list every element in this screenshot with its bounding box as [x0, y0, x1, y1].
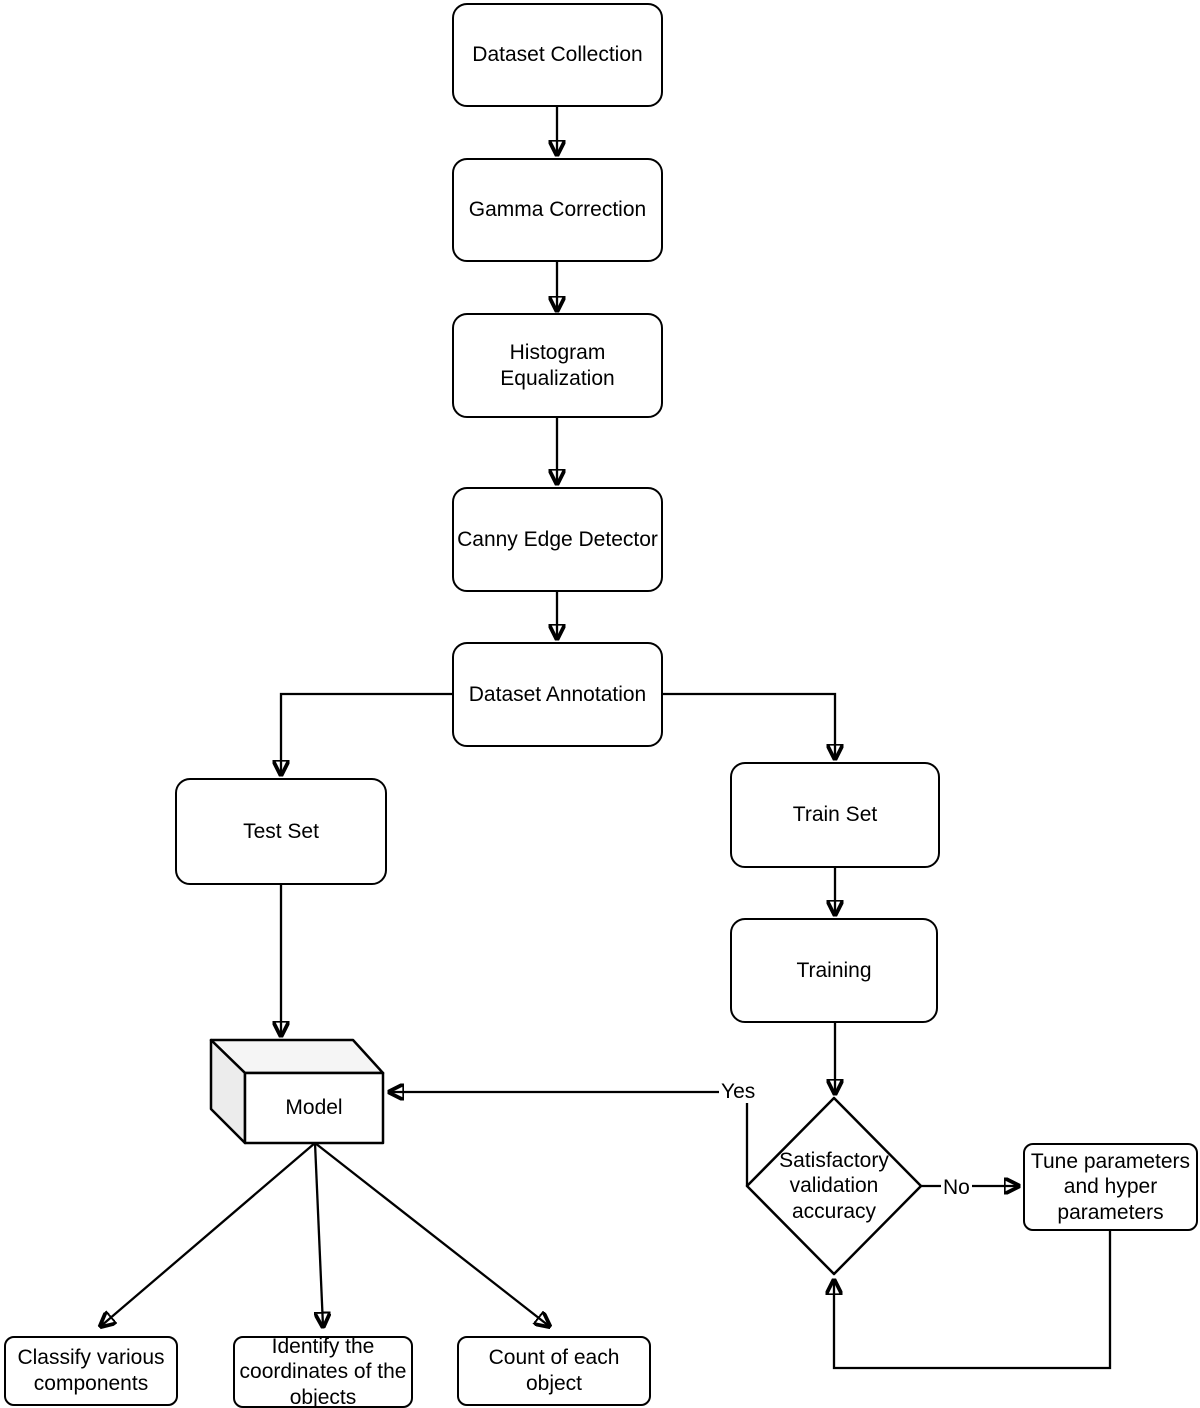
node-label: Train Set — [792, 803, 878, 827]
node-model-label: Model — [245, 1073, 383, 1143]
node-label: Model — [285, 1096, 343, 1120]
node-label: Test Set — [243, 819, 319, 843]
edge-model-to-identify — [313, 1142, 323, 1326]
edge-label-no: No — [941, 1176, 972, 1199]
edge-label-yes: Yes — [719, 1080, 758, 1103]
node-label: Training — [796, 958, 872, 982]
model-front-face — [243, 1071, 385, 1145]
edge-decision-yes-to-model — [390, 1092, 749, 1186]
node-label: Tune parameters and hyper parameters — [1030, 1149, 1191, 1224]
node-dataset-annotation: Dataset Annotation — [452, 642, 663, 747]
edge-model-to-count — [314, 1142, 549, 1326]
node-label: Classify various components — [17, 1346, 165, 1395]
node-label: Dataset Collection — [472, 43, 643, 67]
node-gamma-correction: Gamma Correction — [452, 158, 663, 262]
node-label: Identify the coordinates of the objects — [239, 1334, 407, 1408]
node-identify-coordinates: Identify the coordinates of the objects — [233, 1334, 413, 1408]
node-label: Count of each object — [488, 1346, 620, 1395]
edge-annotation-to-test-set — [281, 692, 452, 774]
node-label: Dataset Annotation — [468, 682, 647, 706]
node-label: Canny Edge Detector — [457, 527, 658, 551]
edge-tune-loop-to-decision — [834, 1231, 1112, 1370]
node-histogram-equalization: Histogram Equalization — [452, 313, 663, 418]
node-label: Histogram Equalization — [500, 340, 615, 390]
node-classify-components: Classify various components — [4, 1336, 178, 1406]
decision-diamond — [745, 1096, 923, 1276]
node-tune-parameters: Tune parameters and hyper parameters — [1023, 1143, 1198, 1231]
node-count-objects: Count of each object — [457, 1336, 651, 1406]
node-test-set: Test Set — [175, 778, 387, 885]
node-training: Training — [730, 918, 938, 1023]
edge-model-to-classify — [101, 1142, 316, 1326]
node-dataset-collection: Dataset Collection — [452, 3, 663, 107]
node-train-set: Train Set — [730, 762, 940, 868]
node-canny-edge-detector: Canny Edge Detector — [452, 487, 663, 592]
edge-annotation-to-train-set — [663, 692, 835, 758]
node-label: Gamma Correction — [468, 198, 647, 222]
node-decision-label: Satisfactory validation accuracy — [752, 1106, 916, 1266]
node-label: Satisfactory validation accuracy — [779, 1148, 889, 1223]
